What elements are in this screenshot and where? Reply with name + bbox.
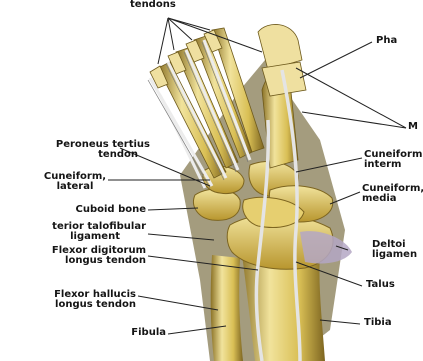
cuboid-bone: [194, 189, 241, 220]
deltoid-ligament: [300, 231, 352, 263]
tibia-label: Tibia: [364, 318, 392, 328]
talus-label: Talus: [366, 280, 395, 290]
deltoid-ligament-label: Deltoi ligamen: [372, 240, 417, 260]
fibula-label: Fibula: [0, 328, 166, 338]
peroneus-tertius-line2: tendon: [0, 150, 138, 160]
peroneus-tertius-label: Peroneus tertius tendon: [0, 140, 150, 160]
flexor-hallucis-label: Flexor hallucis longus tendon: [0, 290, 136, 310]
talofibular-ligament-label: terior talofibular ligament: [0, 222, 146, 242]
flexor-digitorum-label: Flexor digitorum longus tendon: [0, 246, 146, 266]
tendons-label: tendons: [130, 0, 176, 10]
cuneiform-medial-label: Cuneiform, media: [362, 184, 423, 204]
phalanges-label: Pha: [376, 36, 397, 46]
cuboid-label: Cuboid bone: [0, 205, 146, 215]
metatarsals-label: M: [408, 122, 418, 132]
cuneiform-lateral-line2: lateral: [30, 182, 120, 192]
cuneiform-intermediate-label: Cuneiform, interm: [364, 150, 423, 170]
flexor-digitorum-line2: longus tendon: [0, 256, 146, 266]
talofibular-line2: ligament: [0, 232, 120, 242]
flexor-hallucis-line2: longus tendon: [0, 300, 136, 310]
cuneiform-medial-line2: media: [362, 194, 423, 204]
deltoid-line2: ligamen: [372, 250, 417, 260]
fibula-bone: [211, 255, 243, 361]
cuneiform-lateral-label: Cuneiform, lateral: [30, 172, 120, 192]
cuneiform-intermediate-line2: interm: [364, 160, 423, 170]
